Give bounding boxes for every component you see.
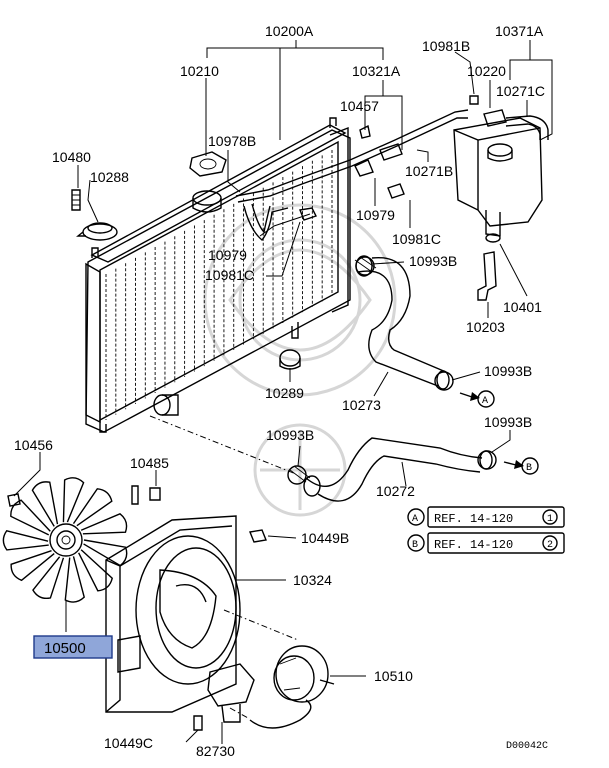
highlighted-part-10500[interactable]: 10500 [33,635,113,659]
label-10981B: 10981B [422,38,470,54]
radiator [85,117,351,433]
breather-hose [243,203,317,241]
label-10271B: 10271B [405,163,453,179]
label-10993B-low-left: 10993B [266,427,314,443]
label-10457: 10457 [340,98,379,114]
label-10288: 10288 [90,169,129,185]
label-10371A: 10371A [495,23,544,39]
label-10273: 10273 [342,397,381,413]
fan-blade [64,556,85,603]
label-82730: 82730 [196,743,235,759]
label-10271C: 10271C [496,83,545,99]
fan-blade [31,481,59,527]
label-10480: 10480 [52,149,91,165]
label-10220: 10220 [467,63,506,79]
upper-radiator-hose [354,255,450,390]
label-10979-right: 10979 [356,207,395,223]
hose-connectors [354,124,405,199]
reference-a-num: 1 [547,514,553,525]
label-10978B: 10978B [208,133,256,149]
label-10272: 10272 [376,483,415,499]
label-10456: 10456 [14,437,53,453]
fan-blade [83,539,128,567]
marker-b: B [526,463,532,474]
reference-b-text: REF. 14-120 [434,538,513,552]
radiator-cap-assembly [71,189,118,241]
label-10981C-right: 10981C [392,231,441,247]
label-10993B-top: 10993B [409,253,457,269]
label-10321A: 10321A [352,63,401,79]
label-10449C: 10449C [104,735,153,751]
reference-a-marker: A [412,514,418,525]
cooling-fan [2,477,128,603]
label-10485: 10485 [130,455,169,471]
fan-blade [78,549,114,592]
part-labels: 10200A 10210 10321A 10978B 10457 10981B … [14,23,545,759]
fan-blade [32,556,65,600]
hose-clamps [287,256,497,485]
label-10449B: 10449B [301,530,349,546]
label-10289: 10289 [265,385,304,401]
alignment-lines [149,415,299,719]
fan-blade [80,513,128,535]
flow-arrows [459,390,539,475]
label-10324: 10324 [293,572,332,588]
label-10200A: 10200A [265,23,314,39]
label-10500: 10500 [44,640,86,657]
coolant-reservoir [453,95,549,301]
arrow-markers: A B [482,396,532,474]
label-10210: 10210 [180,63,219,79]
marker-a: A [482,396,488,407]
shroud-bolts [7,493,267,543]
label-10203: 10203 [466,319,505,335]
fan-shroud [105,485,241,713]
label-10993B-low-right: 10993B [484,414,532,430]
reference-a-text: REF. 14-120 [434,512,513,526]
label-10401: 10401 [503,299,542,315]
reference-b-num: 2 [547,540,553,551]
drawing-code: D00042C [506,741,548,752]
label-10981C-left: 10981C [205,267,254,283]
leader-lines [13,40,553,744]
fan-blade [10,499,51,536]
fan-motor [273,645,335,703]
label-10510: 10510 [374,668,413,684]
label-10993B-mid: 10993B [484,363,532,379]
radiator-cap [189,151,227,177]
overflow-hose [235,109,469,203]
fan-blade [2,529,49,551]
fan-resistor [193,663,312,731]
reference-a[interactable]: A REF. 14-120 1 [407,506,565,528]
fan-blade [62,477,85,523]
reference-b-marker: B [412,540,418,551]
fan-blade [72,488,113,527]
label-10979-left: 10979 [208,247,247,263]
fan-blade [10,550,55,582]
reference-b[interactable]: B REF. 14-120 2 [407,532,565,554]
highlight-box [33,635,113,659]
